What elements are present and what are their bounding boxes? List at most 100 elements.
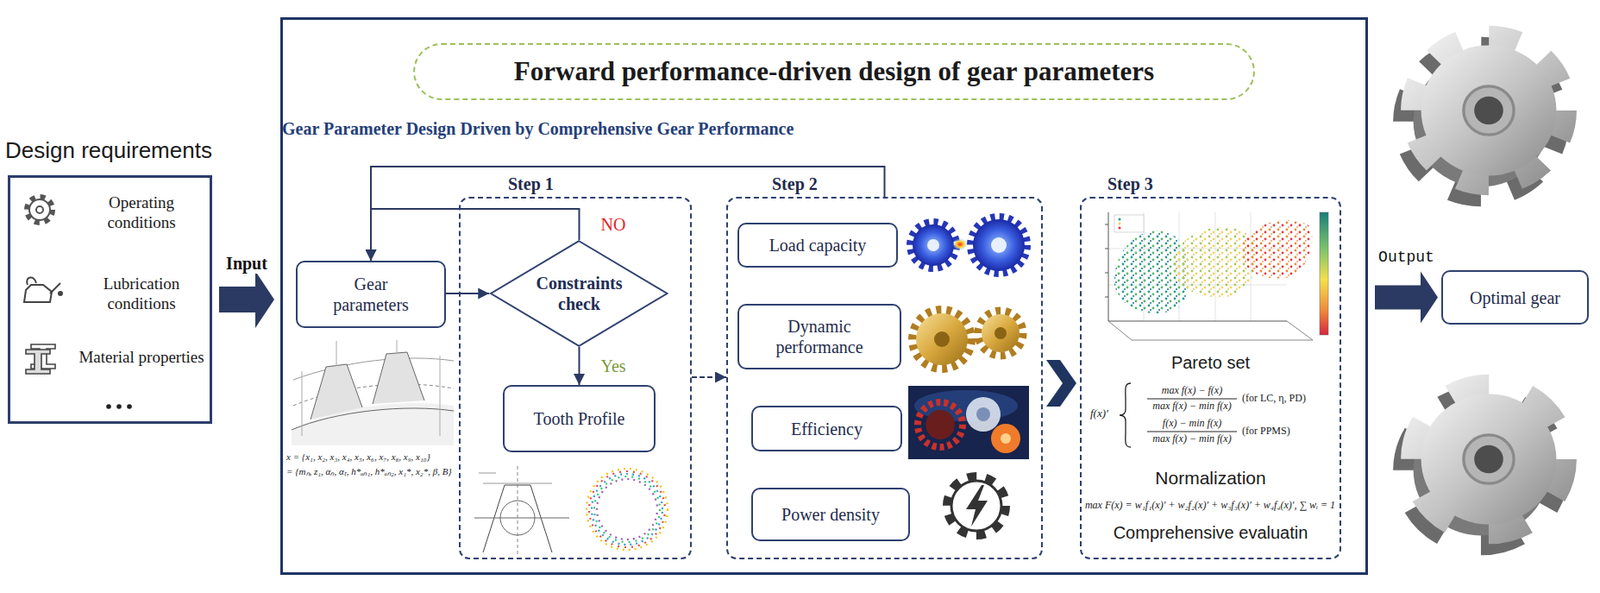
pareto-scatter-chart bbox=[1241, 219, 1312, 279]
power-gear-icon bbox=[951, 480, 1002, 531]
flow-arrow bbox=[370, 208, 579, 261]
gear-render bbox=[1405, 37, 1565, 195]
formula-brace bbox=[1147, 398, 1237, 432]
box-label: Efficiency bbox=[790, 418, 863, 440]
title-banner: Forward performance-driven design of gea… bbox=[413, 43, 1255, 101]
gear-pair-render bbox=[994, 326, 1007, 339]
gear-pair-render bbox=[934, 331, 950, 347]
gear-render bbox=[1413, 386, 1565, 532]
oil-can-icon bbox=[24, 276, 63, 302]
box-outline bbox=[737, 303, 902, 370]
formula-brace bbox=[1119, 382, 1131, 447]
gear-render bbox=[1463, 434, 1514, 484]
gearbox-photo bbox=[908, 385, 1030, 459]
flow-arrow bbox=[691, 376, 727, 378]
gear-pair-render bbox=[978, 310, 1023, 356]
gear-icon bbox=[36, 206, 44, 214]
stress-contour-gears bbox=[991, 237, 1007, 253]
flow-arrow bbox=[577, 346, 580, 385]
text-holder: Efficiency bbox=[751, 405, 903, 452]
text-holder: Dynamic performance bbox=[737, 303, 902, 370]
block-arrow bbox=[219, 270, 275, 328]
tooth-point-cloud bbox=[586, 468, 668, 550]
step-heading: Step 2 bbox=[771, 173, 818, 195]
box-label: Dynamic performance bbox=[754, 315, 885, 358]
gear-pair-render bbox=[912, 309, 1023, 369]
tooth-profile-sketch bbox=[500, 500, 535, 535]
box-label: Gear parameters bbox=[320, 273, 422, 315]
edge-label: NO bbox=[597, 213, 628, 235]
box-label: Load capacity bbox=[769, 234, 867, 256]
tooth-point-cloud bbox=[591, 473, 663, 545]
gearbox-photo bbox=[1000, 432, 1011, 444]
gearbox-photo bbox=[991, 423, 1021, 453]
gearbox-photo bbox=[925, 409, 955, 440]
gear-render bbox=[1413, 37, 1565, 183]
box-label: Optimal gear bbox=[1469, 287, 1561, 308]
oil-can-icon bbox=[24, 284, 52, 302]
oil-can-icon bbox=[58, 291, 63, 295]
performance-box: Efficiency bbox=[751, 405, 903, 452]
formula-text: (for LC, η, PD) bbox=[1242, 392, 1306, 405]
text-holder: Power density bbox=[751, 487, 910, 541]
stress-contour-gears bbox=[972, 219, 1025, 271]
gearbox-photo bbox=[966, 396, 1001, 432]
diamond-outline bbox=[489, 239, 670, 347]
tooth-point-cloud bbox=[586, 468, 668, 550]
edge-label: Yes bbox=[597, 355, 628, 377]
decision-label: Constraints check bbox=[527, 272, 630, 314]
gear-pair-render bbox=[981, 313, 1020, 352]
gear-render bbox=[1463, 86, 1514, 135]
process-box: Gear parameters bbox=[295, 260, 446, 328]
pareto-scatter-chart bbox=[1088, 205, 1336, 347]
gear-nomenclature-sketch bbox=[301, 339, 440, 436]
block-arrow bbox=[1374, 271, 1438, 324]
process-box: Tooth Profile bbox=[502, 384, 656, 452]
tooth-point-cloud bbox=[596, 478, 658, 540]
text-holder: Gear parameters bbox=[295, 260, 446, 328]
gear-pair-render bbox=[912, 309, 972, 369]
formula-text: f(x) − min f(x) bbox=[1162, 417, 1222, 430]
section-heading: Gear Parameter Design Driven by Comprehe… bbox=[282, 118, 794, 139]
material-icon bbox=[25, 344, 56, 374]
pareto-scatter-chart bbox=[1117, 217, 1121, 220]
step-heading: Step 1 bbox=[508, 173, 554, 195]
gear-nomenclature-sketch bbox=[291, 339, 454, 446]
output-box: Optimal gear bbox=[1441, 269, 1589, 325]
decision-diamond: Constraints check bbox=[489, 239, 670, 347]
gear-icon bbox=[26, 196, 53, 223]
box-label: Tooth Profile bbox=[533, 407, 626, 429]
formula-text: = {mₙ, z₁, αₙ, αₜ, h*ₐₙ₁, h*ₐₙ₂, x₁*, x₂… bbox=[286, 465, 452, 477]
tooth-profile-sketch bbox=[483, 484, 553, 553]
panel-caption: Comprehensive evaluatin bbox=[1079, 521, 1342, 543]
formula-text: max f(x) − min f(x) bbox=[1152, 432, 1231, 446]
connector-group bbox=[219, 166, 1438, 407]
pareto-scatter-chart bbox=[1088, 205, 1336, 347]
gear-nomenclature-sketch bbox=[310, 363, 363, 420]
text-holder: Tooth Profile bbox=[502, 384, 656, 452]
performance-box: Power density bbox=[751, 487, 910, 541]
formula-text: x = {x₁, x₂, x₃, x₄, x₅, x₆, x₇, x₈, x₉,… bbox=[286, 451, 431, 463]
text-holder: Constraints check bbox=[489, 239, 670, 347]
box-outline bbox=[295, 260, 446, 328]
tooth-profile-sketch bbox=[474, 465, 570, 557]
formula-text: f(x)′ bbox=[1090, 407, 1109, 421]
gearbox-photo bbox=[917, 401, 963, 447]
tooth-point-cloud bbox=[594, 476, 660, 542]
panel-heading: Design requirements bbox=[5, 136, 213, 164]
gear-icon bbox=[29, 199, 51, 220]
gear-icon bbox=[26, 196, 53, 223]
text-holder: Load capacity bbox=[737, 222, 898, 268]
oil-can-icon bbox=[26, 276, 37, 285]
gear-render bbox=[1421, 44, 1557, 176]
flow-arrow bbox=[445, 292, 490, 295]
gear-render bbox=[1421, 393, 1557, 524]
pareto-scatter-chart bbox=[1117, 221, 1121, 225]
tooth-profile-sketch bbox=[478, 472, 553, 484]
power-gear-icon bbox=[947, 476, 1006, 535]
step-heading: Step 3 bbox=[1107, 173, 1154, 195]
formula-brace bbox=[1119, 382, 1237, 447]
pareto-scatter-chart bbox=[1117, 225, 1121, 229]
